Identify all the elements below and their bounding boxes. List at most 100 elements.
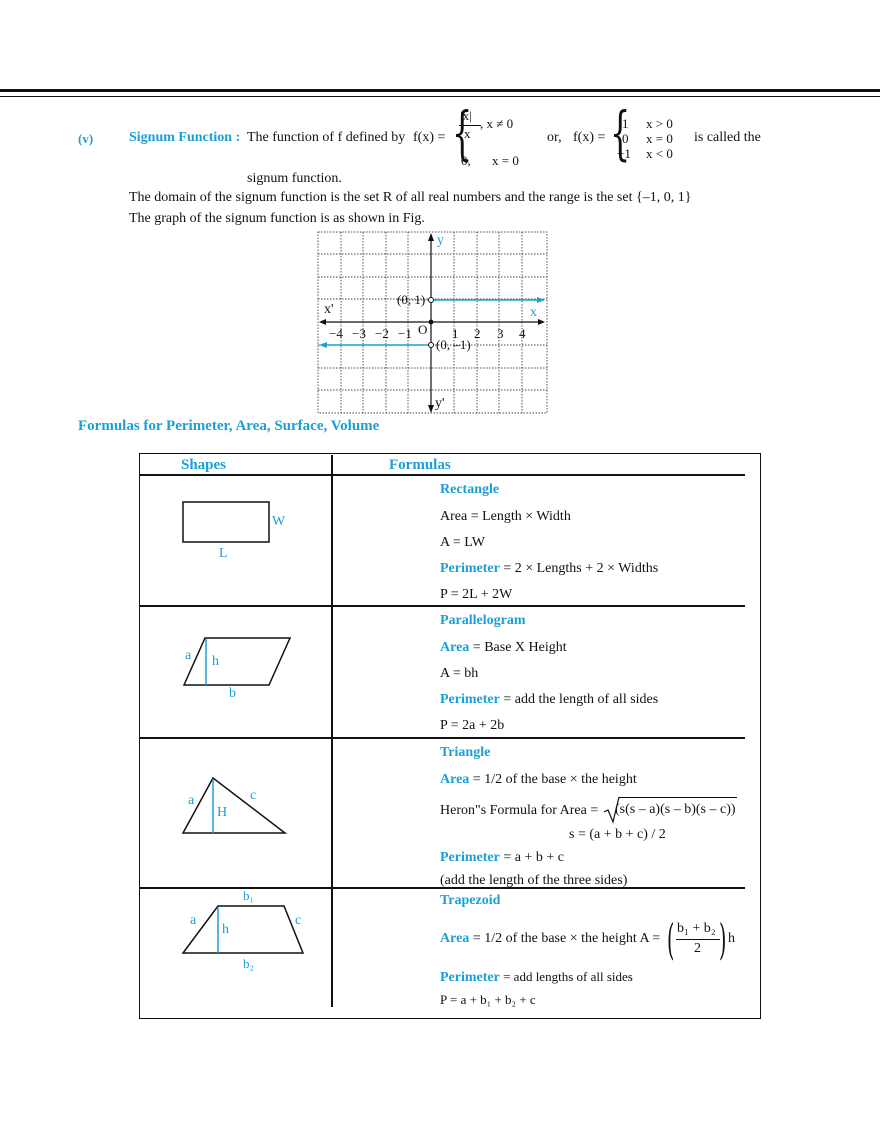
x-axis-label: x [530,305,537,320]
trapezoid-perimeter-short: P = a + b₁ + b₂ + c [440,992,536,1007]
herons-expression: (s(s – a)(s – b)(s – c)) [615,802,736,817]
rectangle-perimeter: Perimeter = 2 × Lengths + 2 × Widths [440,561,658,577]
tick-pos-4: 4 [519,326,526,341]
parallelogram-height-label: h [212,654,219,669]
col-header-shapes: Shapes [181,457,227,473]
rectangle-area-short: A = LW [440,535,485,550]
parallelogram-area: Area = Base X Height [440,640,567,656]
x-axis-arrow-right [538,319,545,325]
parallelogram-perimeter-label: Perimeter [440,692,500,707]
origin-point [428,319,434,325]
y-axis-arrow-down [428,405,434,413]
case1-numerator: |x| [460,108,472,123]
header-rule-thick [0,89,880,92]
trapezoid-fraction-bar [676,939,720,940]
trapezoid-perimeter-label: Perimeter [440,970,500,985]
triangle-perimeter: Perimeter = a + b + c [440,850,564,866]
y-axis-label: y [437,233,444,248]
paren-close: ) [719,915,727,964]
parallelogram-area-short: A = bh [440,666,479,681]
triangle-height-label: H [217,805,228,820]
triangle-perimeter-text: = a + b + c [499,850,564,865]
triangle-side-a-label: a [188,793,195,808]
positive-line-arrow [537,297,545,303]
or-text: or, [547,130,562,145]
alt-value-1: 1 [622,116,629,131]
trapezoid-side-a-label: a [190,913,197,928]
triangle-perimeter-label: Perimeter [440,850,500,865]
tick-neg-4: −4 [329,326,343,341]
parallelogram-area-text: = Base X Height [469,640,567,655]
case1-condition: , x ≠ 0 [480,116,514,131]
table-header-rule [139,474,745,476]
formulas-heading: Formulas for Perimeter, Area, Surface, V… [78,418,380,434]
case1-denominator: x [464,126,471,141]
triangle-perimeter-note: (add the length of the three sides) [440,873,628,888]
rectangle-width-label: W [272,514,286,529]
rectangle-shape [182,501,270,543]
negative-line-arrow [319,342,327,348]
table-column-divider [331,455,333,1007]
row-divider-1 [139,605,745,607]
x-neg-axis-label: x' [324,302,334,317]
trapezoid-shape [181,905,305,954]
herons-formula-label: Heron"s Formula for Area = [440,803,599,818]
rectangle-perimeter-short: P = 2L + 2W [440,587,513,602]
domain-text: The domain of the signum function is the… [129,190,692,205]
triangle-area: Area = 1/2 of the base × the height [440,772,637,788]
origin-label: O [418,322,428,337]
parallelogram-base-label: b [229,686,236,701]
rectangle-area: Area = Length × Width [440,509,571,524]
point-positive-label: (0, 1) [397,292,426,307]
graph-text: The graph of the signum function is as s… [129,211,425,226]
sqrt-overline [619,797,737,798]
point-negative-label: (0, –1) [436,337,471,352]
row-divider-3 [139,887,745,889]
trapezoid-perimeter: Perimeter = add lengths of all sides [440,969,633,986]
signum-intro: The function of f defined by [247,130,406,145]
header-rule-thin [0,96,880,97]
signum-graph [317,231,548,414]
alt-cond-1: x > 0 [646,116,673,131]
tick-neg-3: −3 [352,326,366,341]
case1-fraction-bar [459,125,481,126]
triangle-area-label: Area [440,772,470,787]
tick-neg-2: −2 [375,326,389,341]
case2-value: 0, [461,153,471,168]
triangle-side-c-label: c [250,788,257,803]
col-header-formulas: Formulas [389,457,451,473]
trapezoid-top-base-label: b₁ [243,888,255,903]
called-text: is called the [694,130,761,145]
rectangle-perimeter-label: Perimeter [440,561,500,576]
tick-pos-1: 1 [452,326,459,341]
formulas-table [139,453,761,1019]
y-axis-arrow-up [428,233,434,241]
left-brace-2: { [610,99,631,167]
left-brace-1: { [452,99,473,167]
item-number: (v) [78,131,94,146]
trapezoid-perimeter-text: = add lengths of all sides [499,969,633,984]
tick-pos-3: 3 [497,326,504,341]
trapezoid-fraction-height: h [728,931,735,946]
rectangle-perimeter-text: = 2 × Lengths + 2 × Widths [499,561,659,576]
semi-perimeter: s = (a + b + c) / 2 [569,827,666,842]
case2-condition: x = 0 [492,153,519,168]
trapezoid-height-label: h [222,922,229,937]
alt-cond-2: x = 0 [646,131,673,146]
trapezoid-area-text: = 1/2 of the base × the height A = [469,931,661,946]
triangle-shape [181,776,288,834]
trapezoid-side-c-label: c [295,913,302,928]
signum-title: Signum Function : [129,130,241,145]
y-neg-axis-label: y' [435,396,445,411]
tick-pos-2: 2 [474,326,481,341]
row-divider-2 [139,737,745,739]
alt-cond-3: x < 0 [646,146,673,161]
trapezoid-area: Area = 1/2 of the base × the height A = [440,931,660,947]
parallelogram-shape [182,637,292,686]
sqrt-symbol-icon [603,796,620,824]
parallelogram-perimeter-short: P = 2a + 2b [440,718,505,733]
parallelogram-side-label: a [185,648,192,663]
rectangle-name: Rectangle [440,482,500,497]
trapezoid-fraction-denominator: 2 [694,941,701,956]
parallelogram-name: Parallelogram [440,613,526,628]
